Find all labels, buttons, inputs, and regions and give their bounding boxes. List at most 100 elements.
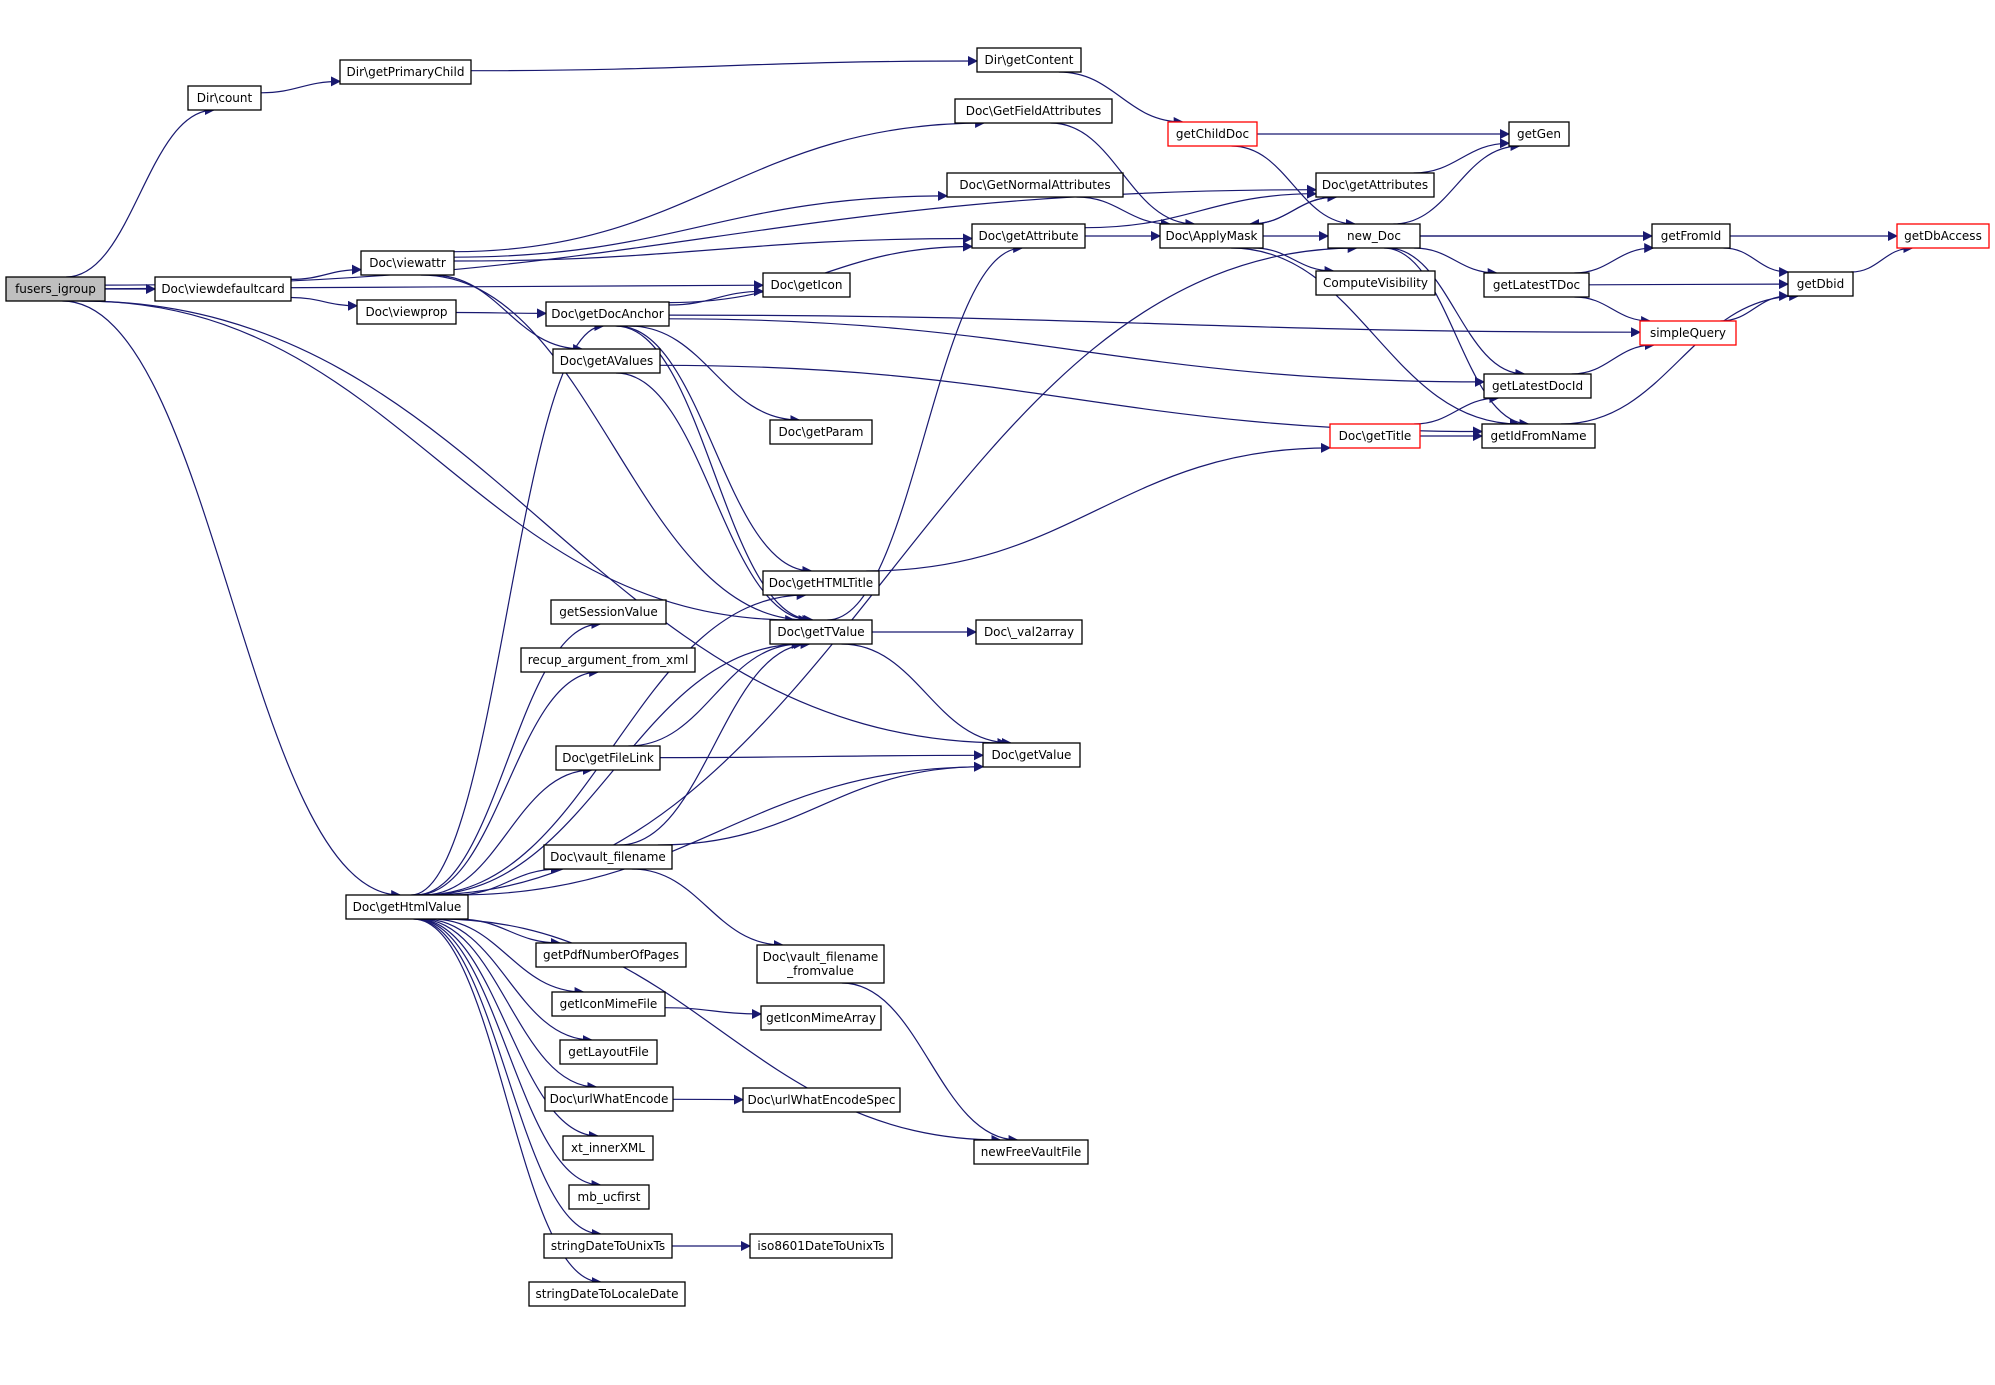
node-box-simplequery[interactable] <box>1639 320 1737 346</box>
node-box-doc_geticon[interactable] <box>762 272 851 298</box>
node-doc_urlwhatencodespec[interactable]: Doc\urlWhatEncodeSpec <box>742 1087 901 1113</box>
node-new_doc[interactable]: new_Doc <box>1327 223 1421 249</box>
node-doc_gethtmltitle[interactable]: Doc\getHTMLTitle <box>762 570 880 596</box>
node-box-doc_getattribute[interactable] <box>971 223 1086 249</box>
node-getpdfnumberofpages[interactable]: getPdfNumberOfPages <box>535 942 687 968</box>
node-box-doc_urlwhatencodespec[interactable] <box>742 1087 901 1113</box>
node-doc_vault_filename_fromvalue[interactable]: Doc\vault_filename_fromvalue <box>756 944 885 984</box>
node-mb_ucfirst[interactable]: mb_ucfirst <box>568 1184 650 1210</box>
node-box-iso8601datetounixts[interactable] <box>749 1233 893 1259</box>
node-box-doc_getnormalattributes[interactable] <box>946 172 1124 198</box>
node-box-doc_gethtmltitle[interactable] <box>762 570 880 596</box>
node-getlatestdocid[interactable]: getLatestDocId <box>1483 373 1592 399</box>
node-recup_argument_from_xml[interactable]: recup_argument_from_xml <box>520 647 696 673</box>
node-box-dir_count[interactable] <box>187 85 262 111</box>
node-box-doc_viewdefaultcard[interactable] <box>154 276 292 302</box>
node-simplequery[interactable]: simpleQuery <box>1639 320 1737 346</box>
node-box-getidfromname[interactable] <box>1481 423 1596 449</box>
node-box-doc_urlwhatencode[interactable] <box>544 1086 674 1112</box>
node-box-computevisibility[interactable] <box>1315 270 1436 296</box>
node-geticonmimefile[interactable]: getIconMimeFile <box>551 991 666 1017</box>
node-doc_val2array[interactable]: Doc\_val2array <box>975 619 1083 645</box>
node-doc_gettvalue[interactable]: Doc\getTValue <box>769 619 873 645</box>
node-box-doc_vault_filename_fromvalue[interactable] <box>756 944 885 984</box>
node-box-getlatestdocid[interactable] <box>1483 373 1592 399</box>
node-box-doc_getparam[interactable] <box>769 419 873 445</box>
node-doc_vault_filename[interactable]: Doc\vault_filename <box>543 844 673 870</box>
node-getlatesttdoc[interactable]: getLatestTDoc <box>1483 272 1590 298</box>
node-doc_getfieldattributes[interactable]: Doc\GetFieldAttributes <box>954 98 1113 124</box>
node-box-new_doc[interactable] <box>1327 223 1421 249</box>
node-doc_applymask[interactable]: Doc\ApplyMask <box>1159 223 1264 249</box>
node-doc_gethtmlvalue[interactable]: Doc\getHtmlValue <box>345 894 469 920</box>
node-getgen[interactable]: getGen <box>1508 121 1570 147</box>
node-box-stringdatetounixts[interactable] <box>543 1233 673 1259</box>
node-box-dir_getprimarychild[interactable] <box>339 59 472 85</box>
node-box-dir_getcontent[interactable] <box>976 47 1082 73</box>
node-box-getlatesttdoc[interactable] <box>1483 272 1590 298</box>
node-doc_urlwhatencode[interactable]: Doc\urlWhatEncode <box>544 1086 674 1112</box>
node-box-getsessionvalue[interactable] <box>550 599 667 625</box>
node-geticonmimearray[interactable]: getIconMimeArray <box>760 1005 882 1031</box>
node-doc_getparam[interactable]: Doc\getParam <box>769 419 873 445</box>
node-getfromid[interactable]: getFromId <box>1651 223 1731 249</box>
node-box-doc_getvalue[interactable] <box>982 742 1081 768</box>
node-box-doc_viewprop[interactable] <box>356 299 457 325</box>
node-newfreevaultfile[interactable]: newFreeVaultFile <box>973 1139 1089 1165</box>
node-box-doc_gettvalue[interactable] <box>769 619 873 645</box>
node-box-mb_ucfirst[interactable] <box>568 1184 650 1210</box>
node-getdbaccess[interactable]: getDbAccess <box>1896 223 1990 249</box>
node-dir_getcontent[interactable]: Dir\getContent <box>976 47 1082 73</box>
node-box-doc_val2array[interactable] <box>975 619 1083 645</box>
node-box-doc_getdocanchor[interactable] <box>545 301 670 327</box>
node-doc_getvalue[interactable]: Doc\getValue <box>982 742 1081 768</box>
node-stringdatetounixts[interactable]: stringDateToUnixTs <box>543 1233 673 1259</box>
node-computevisibility[interactable]: ComputeVisibility <box>1315 270 1436 296</box>
node-getsessionvalue[interactable]: getSessionValue <box>550 599 667 625</box>
node-box-getdbid[interactable] <box>1787 271 1854 297</box>
node-box-getlayoutfile[interactable] <box>559 1039 658 1065</box>
node-fusers_igroup[interactable]: fusers_igroup <box>5 276 106 302</box>
node-getdbid[interactable]: getDbid <box>1787 271 1854 297</box>
node-dir_count[interactable]: Dir\count <box>187 85 262 111</box>
node-box-getchilddoc[interactable] <box>1167 121 1258 147</box>
node-doc_getavalues[interactable]: Doc\getAValues <box>552 348 661 374</box>
node-box-getfromid[interactable] <box>1651 223 1731 249</box>
node-doc_viewdefaultcard[interactable]: Doc\viewdefaultcard <box>154 276 292 302</box>
node-doc_getattribute[interactable]: Doc\getAttribute <box>971 223 1086 249</box>
node-box-doc_getavalues[interactable] <box>552 348 661 374</box>
node-doc_geticon[interactable]: Doc\getIcon <box>762 272 851 298</box>
node-getlayoutfile[interactable]: getLayoutFile <box>559 1039 658 1065</box>
node-box-recup_argument_from_xml[interactable] <box>520 647 696 673</box>
node-doc_viewprop[interactable]: Doc\viewprop <box>356 299 457 325</box>
node-box-doc_gethtmlvalue[interactable] <box>345 894 469 920</box>
node-doc_getnormalattributes[interactable]: Doc\GetNormalAttributes <box>946 172 1124 198</box>
node-box-doc_getfieldattributes[interactable] <box>954 98 1113 124</box>
node-box-getgen[interactable] <box>1508 121 1570 147</box>
node-box-doc_viewattr[interactable] <box>360 250 455 276</box>
node-stringdatetolocaledate[interactable]: stringDateToLocaleDate <box>528 1281 686 1307</box>
node-box-doc_gettitle[interactable] <box>1329 423 1421 449</box>
node-xt_innerxml[interactable]: xt_innerXML <box>562 1135 654 1161</box>
node-box-fusers_igroup[interactable] <box>5 276 106 302</box>
node-doc_getdocanchor[interactable]: Doc\getDocAnchor <box>545 301 670 327</box>
node-box-geticonmimearray[interactable] <box>760 1005 882 1031</box>
node-box-stringdatetolocaledate[interactable] <box>528 1281 686 1307</box>
node-box-xt_innerxml[interactable] <box>562 1135 654 1161</box>
node-box-doc_getattributes[interactable] <box>1315 172 1435 198</box>
node-box-getdbaccess[interactable] <box>1896 223 1990 249</box>
node-iso8601datetounixts[interactable]: iso8601DateToUnixTs <box>749 1233 893 1259</box>
node-doc_getfilelink[interactable]: Doc\getFileLink <box>555 745 661 771</box>
node-doc_viewattr[interactable]: Doc\viewattr <box>360 250 455 276</box>
node-getidfromname[interactable]: getIdFromName <box>1481 423 1596 449</box>
node-box-doc_applymask[interactable] <box>1159 223 1264 249</box>
node-dir_getprimarychild[interactable]: Dir\getPrimaryChild <box>339 59 472 85</box>
node-box-doc_vault_filename[interactable] <box>543 844 673 870</box>
node-getchilddoc[interactable]: getChildDoc <box>1167 121 1258 147</box>
node-box-geticonmimefile[interactable] <box>551 991 666 1017</box>
node-doc_gettitle[interactable]: Doc\getTitle <box>1329 423 1421 449</box>
node-box-newfreevaultfile[interactable] <box>973 1139 1089 1165</box>
node-box-doc_getfilelink[interactable] <box>555 745 661 771</box>
node-box-getpdfnumberofpages[interactable] <box>535 942 687 968</box>
node-doc_getattributes[interactable]: Doc\getAttributes <box>1315 172 1435 198</box>
